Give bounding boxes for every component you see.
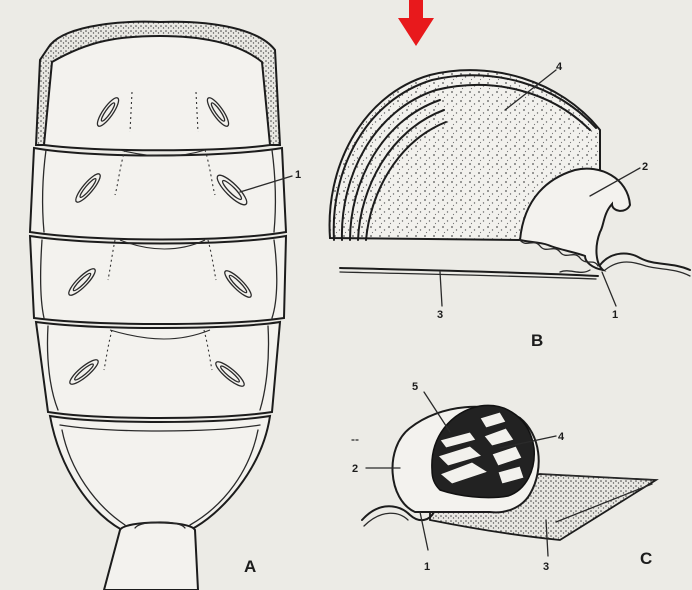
callout-c-4: 4 [558, 431, 565, 443]
callout-a-1: 1 [295, 169, 301, 181]
callout-c-1: 1 [424, 561, 430, 573]
panel-label-c: C [640, 549, 652, 568]
panel-c-organ: 5 4 2 1 3 C [352, 381, 656, 573]
panel-a-abdomen: 1 A [30, 22, 301, 590]
panel-label-a: A [244, 557, 256, 576]
callout-c-2: 2 [352, 463, 358, 475]
abdomen-apex [104, 523, 198, 590]
abdomen-segment-2 [30, 148, 286, 240]
panel-b-side-view: 4 2 3 1 B [330, 61, 690, 350]
red-down-arrow-icon [398, 0, 434, 46]
abdomen-segment-4 [36, 322, 280, 418]
callout-b-4: 4 [556, 61, 563, 73]
callout-b-1: 1 [612, 309, 618, 321]
leader-b-3 [440, 272, 442, 306]
callout-c-3: 3 [543, 561, 549, 573]
abdomen-segment-5 [50, 416, 270, 530]
abdomen-segment-1 [44, 36, 270, 150]
leader-c-1 [420, 512, 428, 550]
leader-b-1 [602, 272, 616, 306]
panel-label-b: B [531, 331, 543, 350]
callout-b-2: 2 [642, 161, 648, 173]
callout-c-5: 5 [412, 381, 418, 393]
callout-b-3: 3 [437, 309, 443, 321]
